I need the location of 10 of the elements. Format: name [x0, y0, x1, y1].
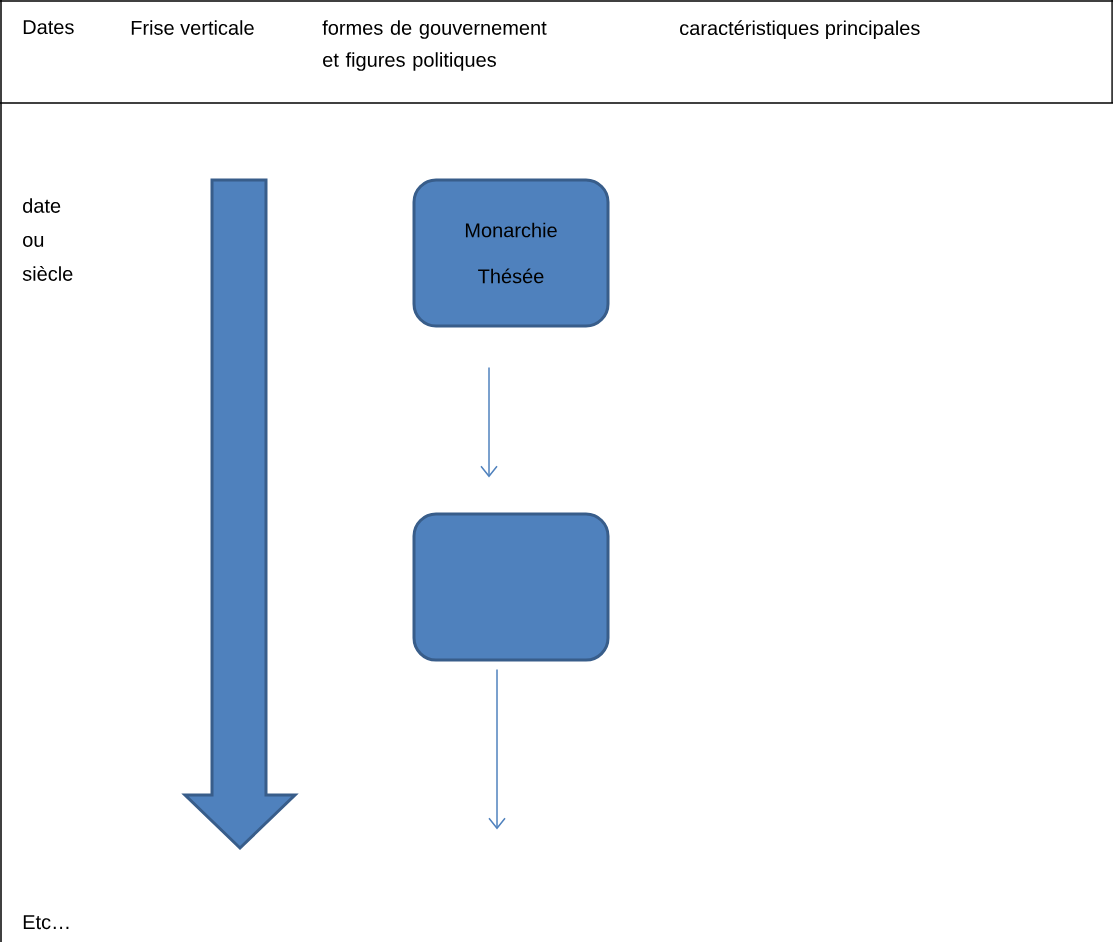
row-label: date ou siècle	[22, 198, 73, 281]
rounded-box: Monarchie Thésée	[412, 178, 610, 328]
header-text: formes de gouvernement et figures politiques	[322, 20, 547, 71]
header-text: Dates	[23, 20, 74, 35]
header-text: caractéristiques principales	[680, 20, 920, 40]
row-label: Etc…	[23, 915, 69, 930]
arrow	[480, 366, 498, 478]
empty-box	[412, 512, 610, 662]
arrow	[488, 668, 506, 830]
header-text: Frise verticale	[131, 20, 254, 35]
